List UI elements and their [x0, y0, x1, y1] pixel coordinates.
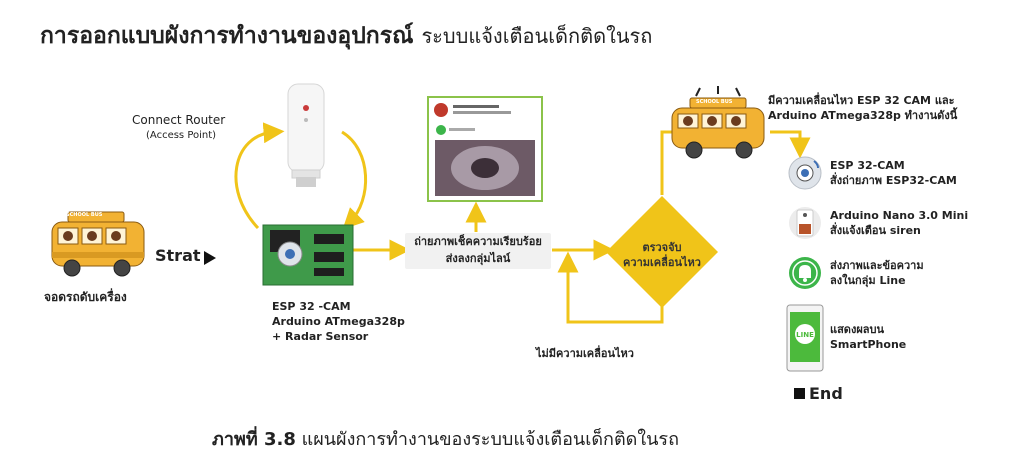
- step-3-line2: ลงในกลุ่ม Line: [830, 274, 906, 287]
- start-bus-caption: จอดรถดับเครื่อง: [44, 290, 127, 304]
- decision-label: ตรวจจับ ความเคลื่อนไหว: [606, 240, 718, 270]
- play-icon: [204, 251, 216, 265]
- title-main: การออกแบบผังการทำงานของอุปกรณ์: [40, 23, 414, 49]
- step-2-line2: สั่งแจ้งเตือน siren: [830, 224, 921, 237]
- motion-note-2: Arduino ATmega328p ทำงานดังนี้: [768, 109, 958, 122]
- caption-label: ภาพที่ 3.8: [212, 429, 296, 450]
- siren-device-icon: [789, 207, 821, 239]
- capture-line1: ถ่ายภาพเช็คความเรียบร้อย: [414, 235, 542, 248]
- step-1-line1: ESP 32-CAM: [830, 159, 905, 172]
- step-4-line1: แสดงผลบน: [830, 323, 885, 336]
- step-3-line1: ส่งภาพและข้อความ: [830, 259, 924, 272]
- end-label: End: [809, 384, 843, 403]
- start-bus-icon: [51, 211, 145, 277]
- decision-line1: ตรวจจับ: [642, 241, 682, 254]
- caption-text: แผนผังการทำงานของระบบแจ้งเตือนเด็กติดในร…: [301, 429, 679, 450]
- motion-bus-sign: SCHOOL BUS: [696, 99, 733, 105]
- decision-diamond: [606, 196, 718, 308]
- arrow-router-to-board: [341, 130, 368, 230]
- notification-bell-icon: [789, 257, 821, 289]
- capture-line2: ส่งลงกลุ่มไลน์: [445, 252, 511, 265]
- diagram-title: การออกแบบผังการทำงานของอุปกรณ์ ระบบแจ้งเ…: [40, 18, 652, 54]
- device-label: ESP 32 -CAM Arduino ATmega328p + Radar S…: [272, 299, 405, 344]
- svg-text:LINE: LINE: [796, 331, 814, 339]
- router-label-2: (Access Point): [146, 130, 217, 141]
- arrow-board-to-router: [234, 122, 285, 230]
- arrow-bus-to-steps: [770, 130, 811, 159]
- router-device: [287, 83, 325, 187]
- end-square-icon: [794, 388, 805, 399]
- title-sub: ระบบแจ้งเตือนเด็กติดในรถ: [421, 24, 653, 48]
- router-label-1: Connect Router: [132, 113, 226, 127]
- capture-box: ถ่ายภาพเช็คความเรียบร้อย ส่งลงกลุ่มไลน์: [405, 233, 551, 269]
- no-motion-label: ไม่มีความเคลื่อนไหว: [536, 347, 634, 360]
- motion-bus-icon: [671, 86, 765, 159]
- esp32-board: [262, 224, 354, 286]
- step-1-line2: สั่งถ่ายภาพ ESP32-CAM: [830, 174, 957, 187]
- device-label-3: + Radar Sensor: [272, 330, 369, 343]
- decision-line2: ความเคลื่อนไหว: [623, 256, 701, 269]
- line-notify-photo: [427, 96, 543, 202]
- step-2-line1: Arduino Nano 3.0 Mini: [830, 209, 969, 222]
- device-label-1: ESP 32 -CAM: [272, 300, 351, 313]
- motion-note-1: มีความเคลื่อนไหว ESP 32 CAM และ: [768, 94, 955, 107]
- router-label: Connect Router (Access Point): [132, 113, 225, 143]
- device-label-2: Arduino ATmega328p: [272, 315, 405, 328]
- step-4-line2: SmartPhone: [830, 338, 907, 351]
- arrow-no-motion-loop: [557, 251, 664, 324]
- start-bus-sign: SCHOOL BUS: [66, 212, 103, 218]
- step-arduino-siren: Arduino Nano 3.0 Mini สั่งแจ้งเตือน sire…: [830, 208, 968, 238]
- step-esp32cam: ESP 32-CAM สั่งถ่ายภาพ ESP32-CAM: [830, 158, 957, 188]
- step-smartphone: แสดงผลบน SmartPhone: [830, 322, 906, 352]
- step-send-line: ส่งภาพและข้อความ ลงในกลุ่ม Line: [830, 258, 924, 288]
- camera-icon: [788, 156, 822, 190]
- figure-caption: ภาพที่ 3.8 แผนผังการทำงานของระบบแจ้งเตือ…: [212, 424, 679, 453]
- start-label: Strat: [155, 246, 201, 265]
- motion-note: มีความเคลื่อนไหว ESP 32 CAM และ Arduino …: [768, 93, 957, 123]
- smartphone-icon: LINE: [786, 304, 824, 372]
